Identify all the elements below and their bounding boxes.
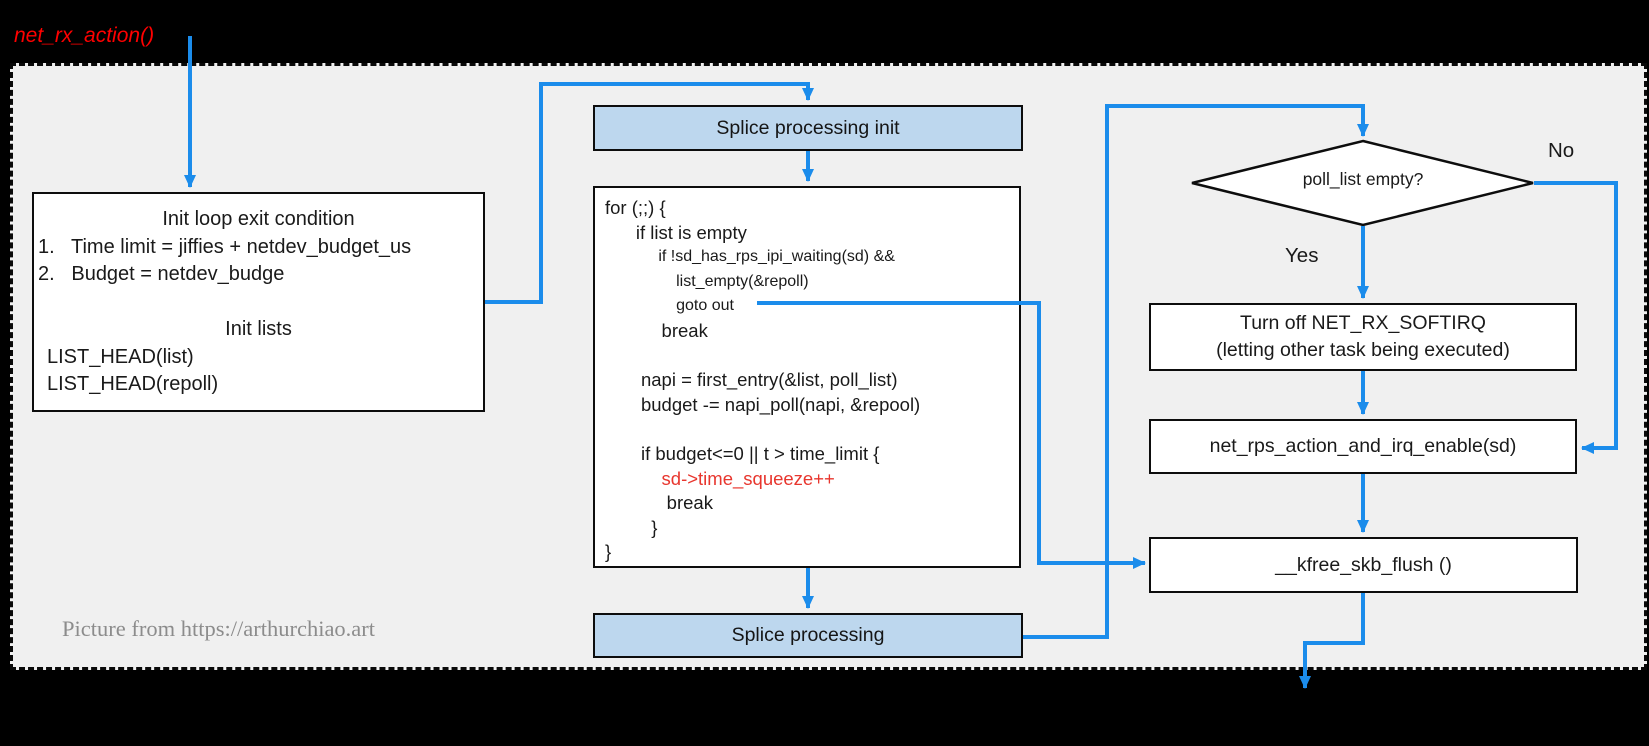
list-head-repoll-line: LIST_HEAD(repoll)	[47, 373, 219, 395]
watermark-credit: Picture from https://arthurchiao.art	[62, 616, 376, 641]
splice-processing-box: Splice processing	[593, 613, 1023, 658]
net-rps-action-box: net_rps_action_and_irq_enable(sd)	[1149, 419, 1577, 474]
code-line-for: for (;;) {	[605, 197, 666, 218]
code-line-napi: napi = first_entry(&list, poll_list)	[605, 369, 898, 391]
init-loop-exit-box: Init loop exit condition 1. Time limit =…	[32, 192, 485, 412]
turn-off-softirq-box: Turn off NET_RX_SOFTIRQ (letting other t…	[1149, 303, 1577, 371]
code-line-if-empty: if list is empty	[605, 221, 747, 243]
splice-processing-init-label: Splice processing init	[716, 116, 900, 139]
poll-loop-code-box: for (;;) { if list is empty if !sd_has_r…	[593, 186, 1021, 568]
code-line-budget: budget -= napi_poll(napi, &repool)	[605, 393, 921, 415]
code-line-goto-out: goto out	[605, 297, 734, 315]
code-line-list-empty: list_empty(&repoll)	[605, 272, 809, 290]
turn-off-softirq-line1: Turn off NET_RX_SOFTIRQ	[1240, 312, 1486, 334]
list-head-list-line: LIST_HEAD(list)	[47, 345, 194, 368]
init-box-blank-line	[34, 289, 483, 317]
code-line-break-1: break	[605, 319, 708, 341]
kfree-skb-flush-box: __kfree_skb_flush ()	[1149, 537, 1578, 593]
net-rps-action-label: net_rps_action_and_irq_enable(sd)	[1209, 435, 1517, 457]
init-box-item-1: 1. Time limit = jiffies + netdev_budget_…	[38, 235, 412, 258]
init-box-item-2: 2. Budget = netdev_budge	[38, 263, 285, 285]
splice-processing-label: Splice processing	[731, 624, 885, 646]
code-line-if-rps: if !sd_has_rps_ipi_waiting(sd) &&	[605, 248, 895, 266]
init-lists-heading: Init lists	[225, 318, 292, 340]
function-title: net_rx_action()	[14, 24, 155, 47]
code-line-blank-1	[595, 344, 1019, 369]
code-line-if-budget: if budget<=0 || t > time_limit {	[605, 442, 880, 464]
turn-off-softirq-line2: (letting other task being executed)	[1216, 339, 1510, 361]
yes-branch-label: Yes	[1285, 244, 1319, 267]
init-box-heading: Init loop exit condition	[162, 208, 355, 230]
code-line-close-outer: }	[605, 541, 612, 563]
code-line-close-inner: }	[605, 516, 658, 538]
code-line-break-2: break	[605, 492, 713, 514]
no-branch-label: No	[1548, 139, 1575, 162]
splice-processing-init-box: Splice processing init	[593, 105, 1023, 151]
diamond-label: poll_list empty?	[1302, 169, 1424, 189]
kfree-skb-flush-label: __kfree_skb_flush ()	[1275, 553, 1452, 576]
code-line-time-squeeze: sd->time_squeeze++	[605, 467, 835, 489]
code-line-blank-2	[595, 417, 1019, 442]
